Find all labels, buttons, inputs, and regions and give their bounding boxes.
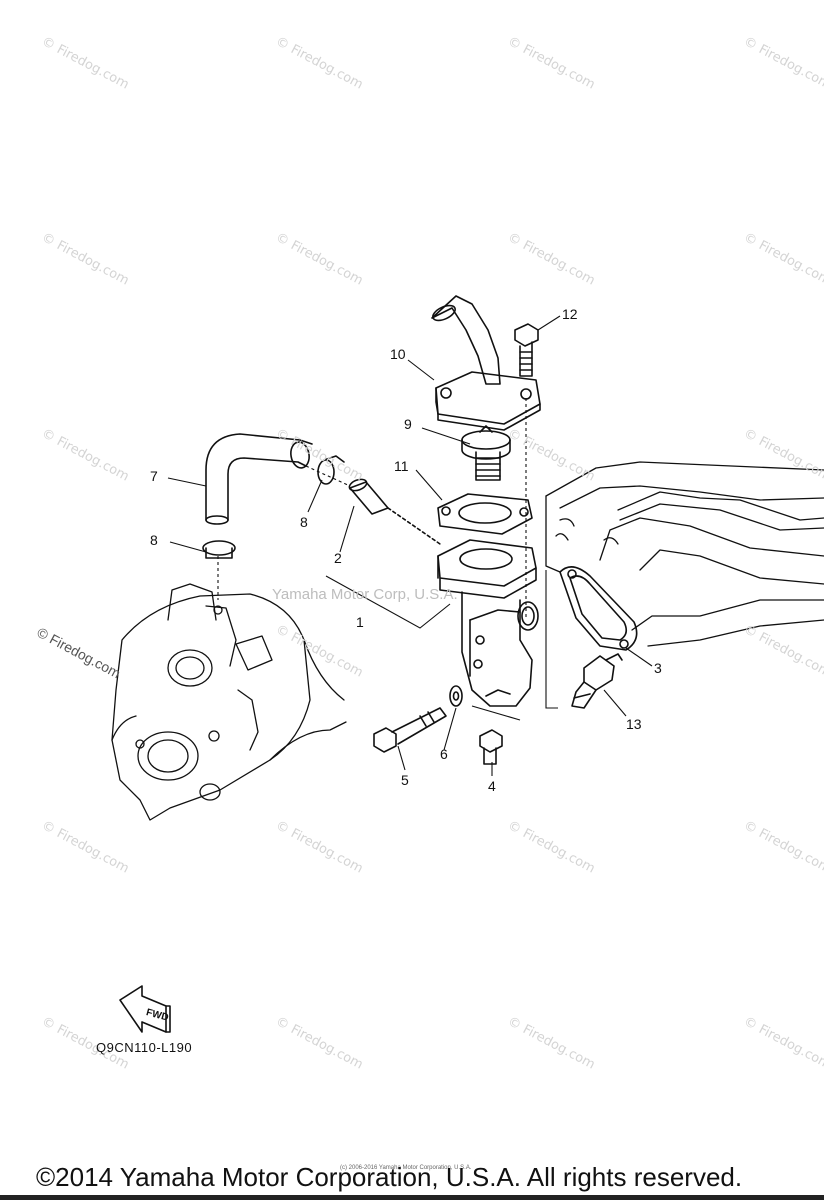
hose-part-7: [205, 433, 313, 525]
cylinder-block: [545, 461, 824, 647]
part-number-13: 13: [626, 716, 642, 732]
bolt-part-12: [514, 323, 539, 377]
part-number-7: 7: [150, 468, 158, 484]
water-pump-assembly: [111, 583, 347, 821]
thermostat-housing-part: [437, 539, 539, 707]
part-number-5: 5: [401, 772, 409, 788]
part-number-6: 6: [440, 746, 448, 762]
hose-clamp-lower: [202, 540, 236, 559]
temp-sensor-part: [571, 653, 623, 709]
part-number-9: 9: [404, 416, 412, 432]
leader-lines: [167, 315, 653, 776]
part-number-8b: 8: [150, 532, 158, 548]
small-copyright: (c) 2006-2016 Yamaha Motor Corporation, …: [340, 1165, 472, 1171]
footer-strip: [0, 1195, 824, 1200]
diagram-code: Q9CN110-L190: [96, 1040, 193, 1055]
part-number-8a: 8: [300, 514, 308, 530]
part-number-11: 11: [394, 458, 409, 474]
part-number-4: 4: [488, 778, 496, 794]
washer-part-6: [449, 685, 463, 707]
yamaha-watermark: Yamaha Motor Corp, U.S.A.: [272, 586, 458, 603]
fwd-arrow-icon: [119, 985, 171, 1033]
part-number-1: 1: [356, 614, 364, 630]
gasket-part-11: [437, 493, 533, 535]
part-number-12: 12: [562, 306, 578, 322]
part-number-2: 2: [334, 550, 342, 566]
long-bolt-part-5: [373, 707, 447, 753]
gasket-part-3: [559, 566, 638, 651]
part-number-3: 3: [654, 660, 662, 676]
thermostat-cover-part: [431, 295, 541, 431]
short-bolt-part-4: [479, 729, 503, 765]
copyright-footer: ©2014 Yamaha Motor Corporation, U.S.A. A…: [36, 1162, 743, 1192]
pipe-part-2: [348, 478, 441, 545]
part-number-10: 10: [390, 346, 406, 362]
thermostat-part: [461, 425, 511, 481]
